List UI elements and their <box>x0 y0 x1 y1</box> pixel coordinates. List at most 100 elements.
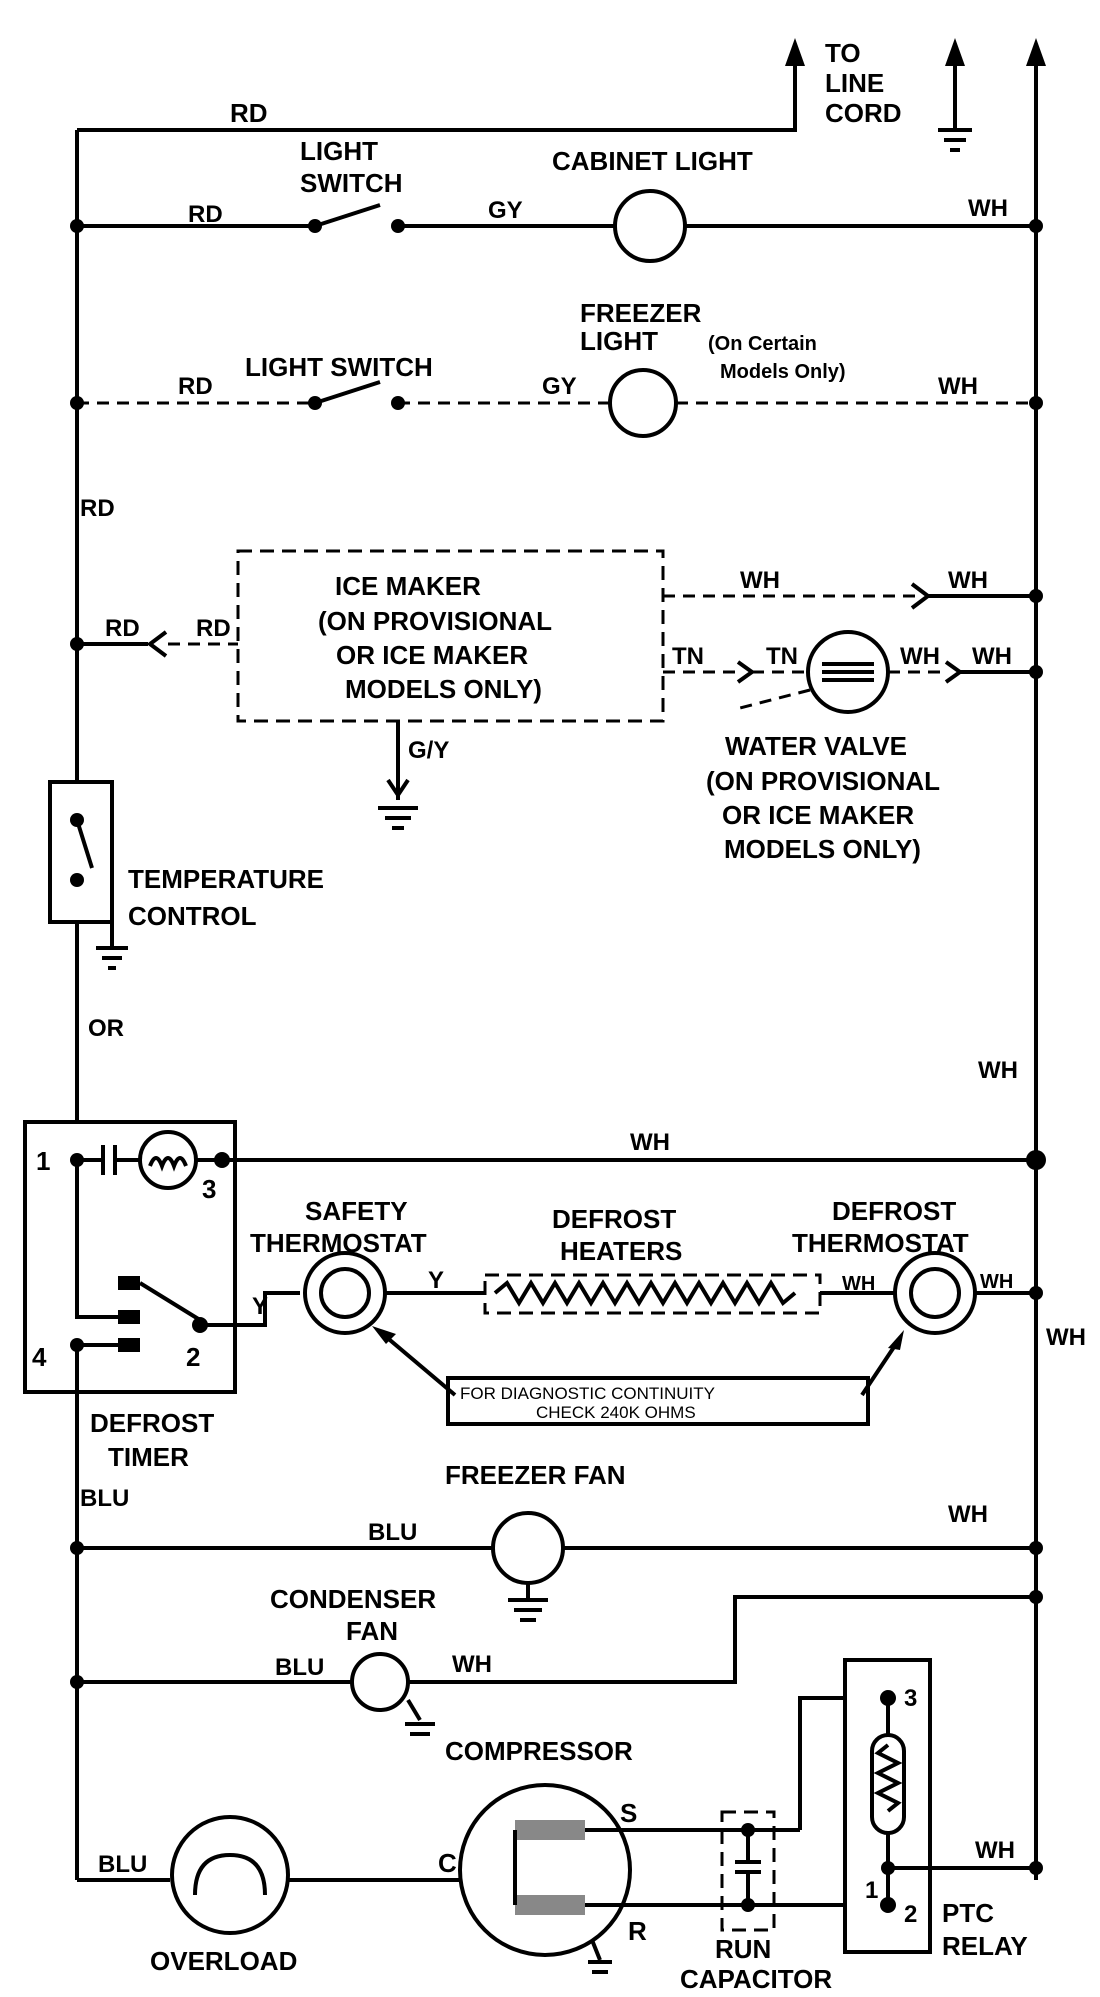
ice-maker-note-1: (ON PROVISIONAL <box>318 606 552 636</box>
ptc-relay <box>843 1658 1043 1954</box>
compressor-label: COMPRESSOR <box>445 1736 633 1766</box>
defrost-timer-label-1: DEFROST <box>90 1408 214 1438</box>
overload-label: OVERLOAD <box>150 1946 297 1976</box>
freezer-fan-label: FREEZER FAN <box>445 1460 626 1490</box>
temperature-control <box>48 780 128 970</box>
water-valve-note-2: OR ICE MAKER <box>722 800 914 830</box>
freezer-light-label-2: LIGHT <box>580 326 658 356</box>
condenser-fan-label-1: CONDENSER <box>270 1584 436 1614</box>
timer-terminal-1: 1 <box>36 1146 50 1176</box>
cabinet-light-label: CABINET LIGHT <box>552 146 753 176</box>
defrost-thermostat-label-2: THERMOSTAT <box>792 1228 969 1258</box>
wire-gy-cabinet: GY <box>488 197 523 224</box>
freezer-fan-rung <box>70 1345 1043 1622</box>
temperature-control-label-2: CONTROL <box>128 901 257 931</box>
wire-tn-1: TN <box>672 643 704 670</box>
wire-rd-ice-1: RD <box>105 615 140 642</box>
wire-wh-timer: WH <box>630 1129 670 1156</box>
to-line-cord-label-2: LINE <box>825 68 884 98</box>
wire-rd-ice-2: RD <box>196 615 231 642</box>
wire-tn-2: TN <box>766 643 798 670</box>
run-capacitor-label-1: RUN <box>715 1934 771 1964</box>
freezer-light-bulb <box>608 368 678 438</box>
wire-wh-condenser: WH <box>452 1651 492 1678</box>
freezer-light-label-1: FREEZER <box>580 298 702 328</box>
ice-maker-note-2: OR ICE MAKER <box>336 640 528 670</box>
wire-wh-right: WH <box>1046 1324 1086 1351</box>
wire-blu-timer: BLU <box>80 1485 129 1512</box>
compressor-terminal-s: S <box>620 1798 637 1828</box>
wire-wh-freezer-fan: WH <box>948 1501 988 1528</box>
wire-or: OR <box>88 1015 124 1042</box>
wire-y-1: Y <box>252 1293 268 1320</box>
compressor-symbol <box>458 1783 632 1957</box>
water-valve-note-1: (ON PROVISIONAL <box>706 766 940 796</box>
light-switch-2-label: LIGHT SWITCH <box>245 352 433 382</box>
wire-blu-freezer-fan: BLU <box>368 1519 417 1546</box>
overload-symbol <box>170 1815 290 1935</box>
safety-thermostat-label-2: THERMOSTAT <box>250 1228 427 1258</box>
timer-terminal-3: 3 <box>202 1174 216 1204</box>
wire-wh-ptc: WH <box>975 1837 1015 1864</box>
water-valve-note-3: MODELS ONLY) <box>724 834 921 864</box>
defrost-timer <box>23 1120 1046 1394</box>
wire-wh-heater: WH <box>842 1273 875 1295</box>
ice-maker-title: ICE MAKER <box>335 571 481 601</box>
main-rails <box>75 38 1046 1880</box>
light-switch-label-1: LIGHT <box>300 136 378 166</box>
wire-y-2: Y <box>428 1267 444 1294</box>
to-line-cord-label-1: TO <box>825 38 861 68</box>
safety-thermostat-label-1: SAFETY <box>305 1196 408 1226</box>
wire-wh-rail: WH <box>978 1057 1018 1084</box>
compressor-terminal-r: R <box>628 1916 647 1946</box>
water-valve <box>739 630 1043 714</box>
wire-gy-ground: G/Y <box>408 737 449 764</box>
wire-wh-valve-1: WH <box>900 643 940 670</box>
wire-wh-freezer: WH <box>938 373 978 400</box>
freezer-light-rung <box>70 368 1043 438</box>
defrost-timer-label-2: TIMER <box>108 1442 189 1472</box>
cabinet-light-bulb <box>613 189 687 263</box>
wire-wh-ice-1: WH <box>740 567 780 594</box>
ptc-terminal-1: 1 <box>865 1877 878 1904</box>
defrost-circuit <box>303 1251 1043 1426</box>
timer-terminal-4: 4 <box>32 1342 47 1372</box>
compressor-circuit <box>75 1682 888 1974</box>
defrost-thermostat-label-1: DEFROST <box>832 1196 956 1226</box>
wire-wh-valve-2: WH <box>972 643 1012 670</box>
temperature-control-label-1: TEMPERATURE <box>128 864 324 894</box>
ice-maker-note-3: MODELS ONLY) <box>345 674 542 704</box>
ptc-terminal-3: 3 <box>904 1685 917 1712</box>
defrost-heaters-label-2: HEATERS <box>560 1236 682 1266</box>
diag-note-1: FOR DIAGNOSTIC CONTINUITY <box>460 1384 715 1403</box>
wire-rd-top: RD <box>230 98 268 128</box>
freezer-light-note-1: (On Certain <box>708 333 817 355</box>
wire-wh-defrost-thermo: WH <box>980 1271 1013 1293</box>
ice-maker <box>70 549 1043 830</box>
wire-rd-rail: RD <box>80 495 115 522</box>
water-valve-title: WATER VALVE <box>725 731 907 761</box>
wire-wh-cabinet: WH <box>968 195 1008 222</box>
compressor-terminal-c: C <box>438 1848 457 1878</box>
defrost-heaters-label-1: DEFROST <box>552 1204 676 1234</box>
diag-note-2: CHECK 240K OHMS <box>536 1403 696 1422</box>
ptc-relay-label-1: PTC <box>942 1898 994 1928</box>
ptc-terminal-2: 2 <box>904 1901 917 1928</box>
to-line-cord-label-3: CORD <box>825 98 902 128</box>
light-switch-label-2: SWITCH <box>300 168 403 198</box>
wire-blu-overload: BLU <box>98 1851 147 1878</box>
cabinet-light-rung <box>70 189 1043 263</box>
wire-gy-freezer: GY <box>542 373 577 400</box>
wire-blu-condenser: BLU <box>275 1654 324 1681</box>
freezer-light-note-2: Models Only) <box>720 361 846 383</box>
timer-terminal-2: 2 <box>186 1342 200 1372</box>
condenser-fan-label-2: FAN <box>346 1616 398 1646</box>
ptc-relay-label-2: RELAY <box>942 1931 1028 1961</box>
condenser-fan-rung <box>70 1590 1043 1736</box>
condenser-fan-motor <box>350 1652 410 1712</box>
run-capacitor-label-2: CAPACITOR <box>680 1964 832 1994</box>
wire-rd-freezer: RD <box>178 373 213 400</box>
wire-rd-cabinet: RD <box>188 201 223 228</box>
freezer-fan-motor <box>491 1511 565 1585</box>
